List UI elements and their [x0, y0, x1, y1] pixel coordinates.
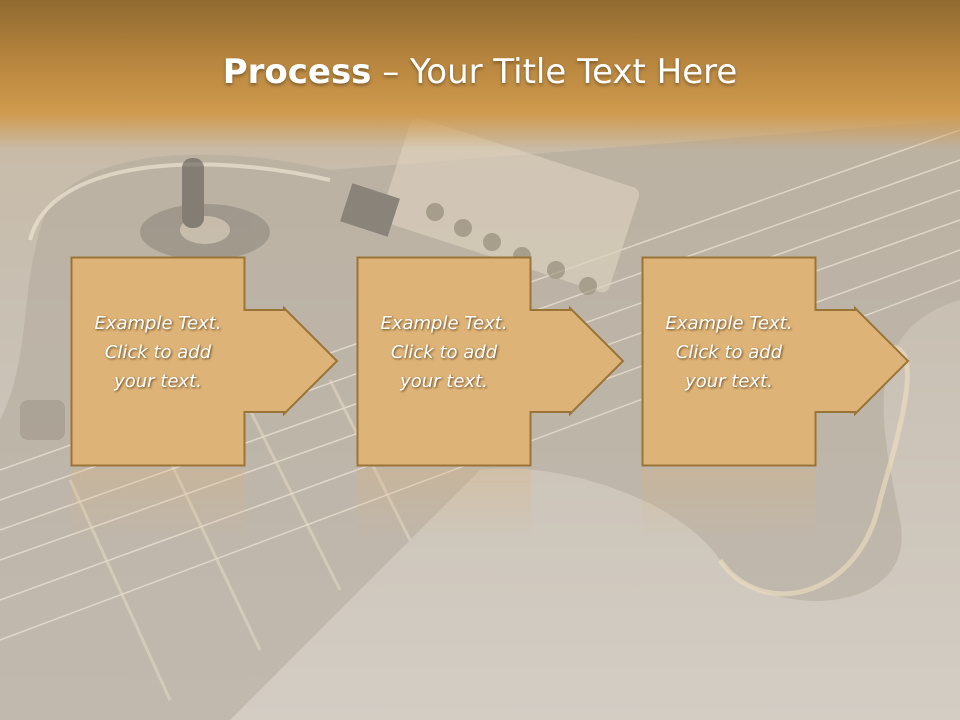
step-text-line: your text.: [685, 371, 773, 392]
process-step-1[interactable]: Example Text. Click to add your text.: [70, 256, 341, 539]
step-text-line: Example Text.: [665, 313, 793, 334]
step-reflection: [357, 469, 531, 539]
step-text-line: Click to add: [390, 342, 498, 363]
title-rest: – Your Title Text Here: [371, 52, 738, 92]
step-arrow-shape: [356, 256, 625, 467]
step-arrow-shape: [641, 256, 910, 467]
title-bar: [0, 0, 960, 150]
step-text-line: your text.: [400, 371, 488, 392]
step-text-line: Example Text.: [94, 313, 222, 334]
step-text: Example Text. Click to add your text.: [73, 309, 243, 396]
step-text: Example Text. Click to add your text.: [644, 309, 814, 396]
title-bold: Process: [222, 52, 372, 92]
step-text-line: Click to add: [104, 342, 212, 363]
step-text-line: Example Text.: [380, 313, 508, 334]
step-arrow-shape: [70, 256, 339, 467]
step-reflection: [642, 469, 816, 539]
step-text: Example Text. Click to add your text.: [359, 309, 529, 396]
step-reflection: [71, 469, 245, 539]
process-step-3[interactable]: Example Text. Click to add your text.: [641, 256, 912, 539]
step-text-line: your text.: [114, 371, 202, 392]
slide-title[interactable]: Process – Your Title Text Here: [0, 52, 960, 92]
step-text-line: Click to add: [675, 342, 783, 363]
process-step-2[interactable]: Example Text. Click to add your text.: [356, 256, 627, 539]
